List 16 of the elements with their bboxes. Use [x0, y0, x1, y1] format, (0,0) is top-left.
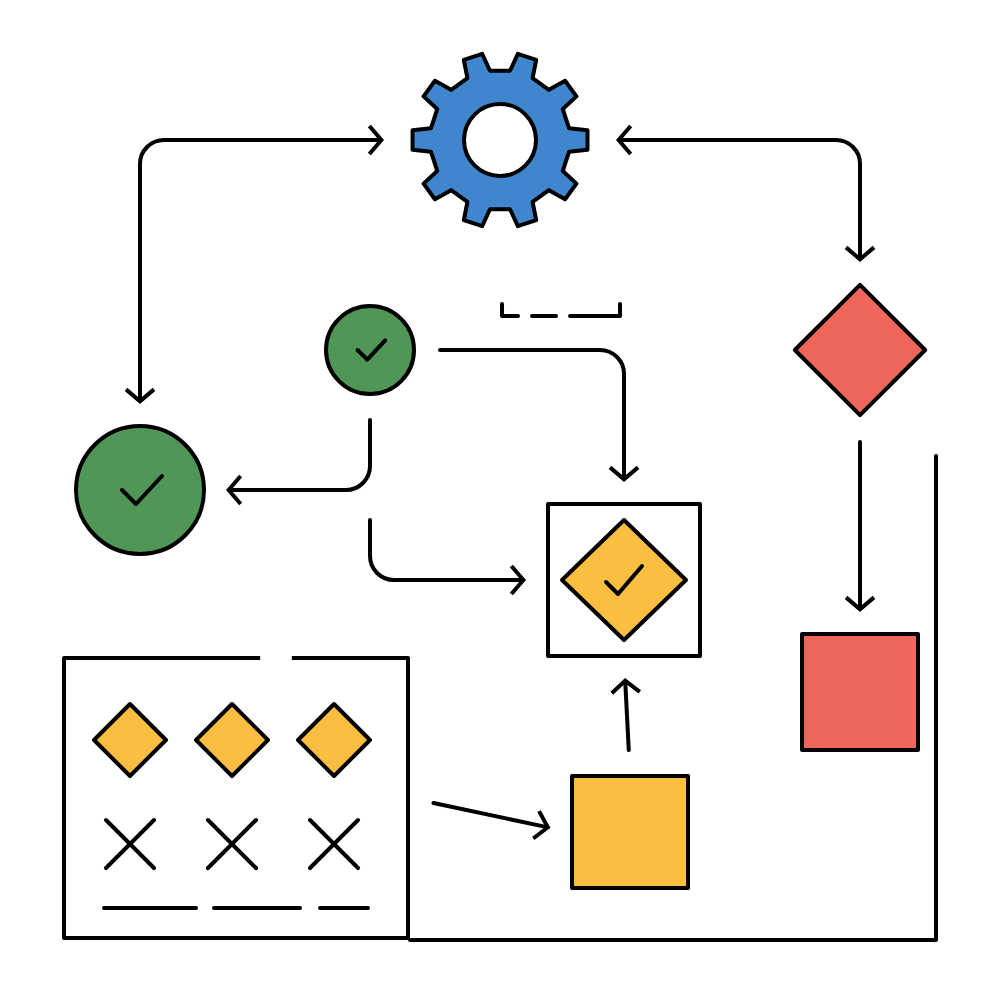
- process-box: [62, 654, 410, 940]
- check-circle: [324, 304, 416, 396]
- arrow: [226, 418, 372, 506]
- arrow: [844, 440, 876, 612]
- arrow: [610, 677, 641, 753]
- process-box: [800, 632, 920, 752]
- arrow: [431, 801, 551, 841]
- arrow: [124, 124, 384, 404]
- gear-icon: [410, 51, 590, 229]
- arrow: [616, 124, 876, 262]
- arrow: [438, 348, 640, 482]
- process-box: [570, 774, 690, 890]
- process-box: [546, 502, 702, 658]
- decision-diamond: [792, 282, 928, 418]
- arrow: [368, 518, 526, 596]
- check-circle: [74, 424, 206, 556]
